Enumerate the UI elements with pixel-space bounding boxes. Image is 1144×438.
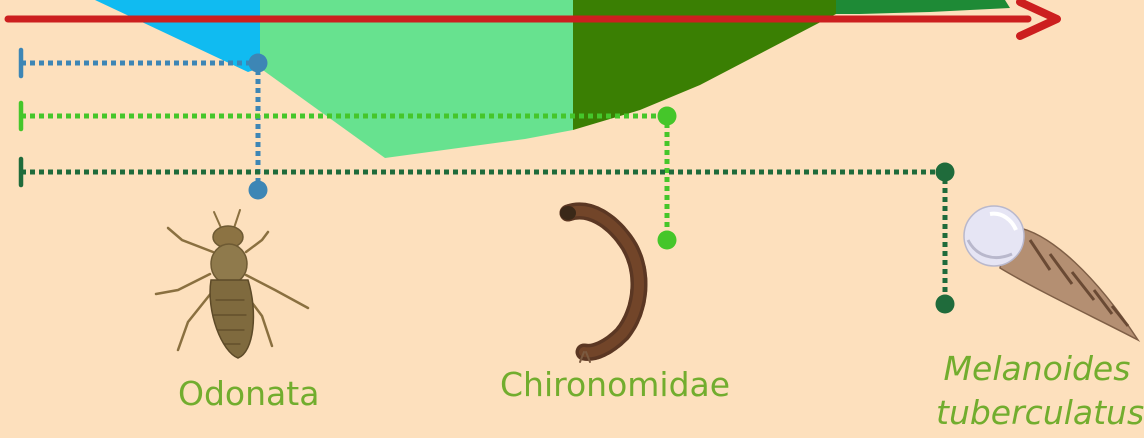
melanoides-drop-dot xyxy=(936,295,955,314)
chironomidae-drop-dot xyxy=(658,231,677,250)
chironomidae-range-end-dot xyxy=(658,107,677,126)
chironomidae-label: Chironomidae xyxy=(500,368,730,401)
odonata-range-end-dot xyxy=(249,54,268,73)
melanoides-genus-label: Melanoides xyxy=(936,347,1138,391)
dragonfly-larva-icon xyxy=(156,210,308,358)
odonata-tolerance-bracket xyxy=(21,50,268,200)
melanoides-range-end-dot xyxy=(936,163,955,182)
odonata-label: Odonata xyxy=(178,377,319,410)
odonata-drop-dot xyxy=(249,181,268,200)
zone-light-green xyxy=(260,0,573,158)
snail-shell-icon xyxy=(964,206,1138,340)
midge-larva-icon xyxy=(560,206,639,362)
melanoides-tolerance-bracket xyxy=(21,159,955,314)
melanoides-label: Melanoides tuberculatus xyxy=(936,347,1138,435)
melanoides-species-label: tuberculatus xyxy=(936,391,1138,435)
zone-mid-green xyxy=(836,0,1010,14)
